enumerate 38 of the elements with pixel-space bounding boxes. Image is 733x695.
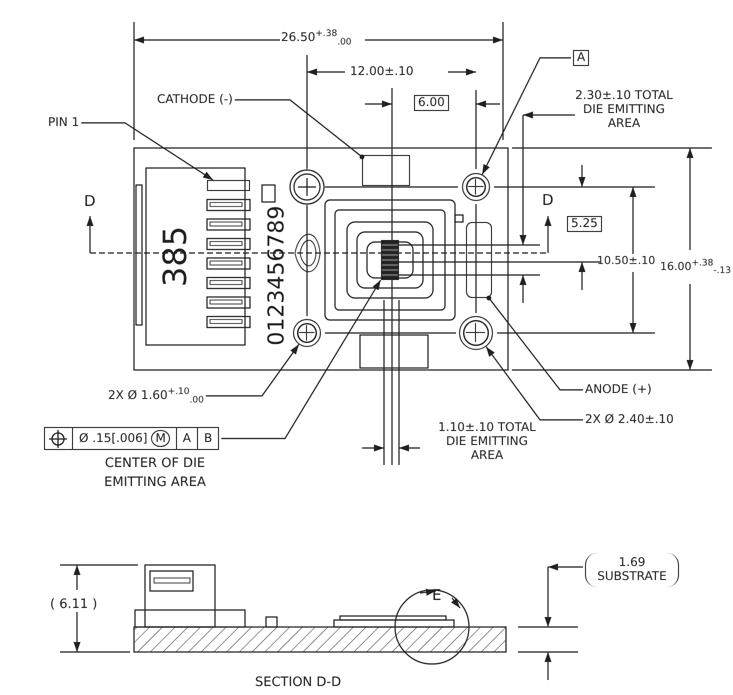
material-modifier: M: [151, 430, 170, 447]
part-marking: 385: [157, 226, 194, 287]
mounting-hole: [459, 316, 493, 350]
leader-line: [221, 280, 382, 440]
reference-dimension: ( 6.11 ): [50, 598, 98, 613]
dimension-text: 12.00±.10: [350, 65, 414, 79]
datum-reference: A: [176, 428, 198, 449]
leader-line: [234, 99, 364, 160]
leader-line: [482, 57, 571, 175]
basic-dimension: 5.25: [567, 216, 602, 232]
view-title: SECTION D-D: [255, 676, 342, 691]
leader-line: [206, 344, 300, 396]
section-marker: D: [542, 192, 554, 210]
datum-reference: B: [197, 428, 218, 449]
anode-pad: [466, 222, 492, 298]
dimension-text: 2.30±.10 TOTAL DIE EMITTING AREA: [575, 89, 673, 130]
datum-label: A: [573, 50, 590, 66]
pin-pad: [207, 180, 250, 191]
tolerance-value: Ø .15[.006]: [72, 428, 154, 449]
dimension-text: 10.50±.10: [597, 255, 656, 268]
basic-dimension: 6.00: [414, 95, 449, 111]
leader-line: [81, 122, 214, 180]
callout-label: CATHODE (-): [157, 93, 233, 107]
reference-dimension: 1.69 SUBSTRATE: [585, 553, 679, 587]
leader-line: [486, 296, 583, 390]
callout-label: PIN 1: [48, 116, 80, 130]
mounting-hole: [462, 173, 490, 201]
mounting-hole: [293, 319, 321, 347]
leader-line: [486, 346, 583, 420]
part-marking: 0123456789: [264, 206, 290, 346]
callout-label: ANODE (+): [585, 383, 652, 397]
led-die: [381, 240, 399, 280]
section-marker: D: [84, 193, 96, 210]
feature-control-frame: [44, 427, 220, 450]
cathode-pad: [362, 155, 410, 186]
dimension-text: 1.10±.10 TOTAL DIE EMITTING AREA: [438, 421, 536, 462]
note-text: CENTER OF DIE EMITTING AREA: [103, 455, 207, 492]
callout-label: 2X Ø 2.40±.10: [585, 413, 674, 427]
